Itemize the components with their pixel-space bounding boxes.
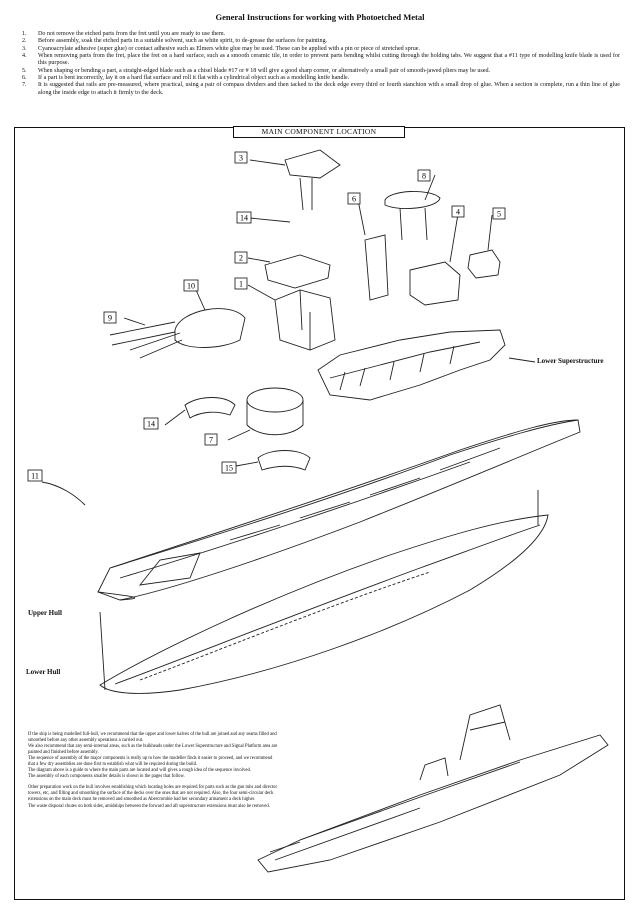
instruction-text: Do not remove the etched parts from the … (38, 31, 226, 37)
instruction-item: 5. When shaping or bending a part, a stra… (22, 68, 620, 75)
callout-3: 3 (234, 151, 248, 164)
section-title: MAIN COMPONENT LOCATION (233, 126, 405, 138)
svg-text:2: 2 (239, 254, 243, 263)
part-11-drawing (41, 481, 86, 506)
lower-hull-drawing (99, 514, 549, 694)
part-10-drawing (174, 308, 246, 348)
svg-text:7: 7 (209, 436, 213, 445)
svg-text:14: 14 (147, 420, 155, 429)
upper-hull-drawing (97, 419, 581, 601)
instruction-number: 3. (22, 45, 27, 52)
note-paragraph: If the ship is being modelled full-hull,… (28, 732, 277, 744)
assembly-notes: If the ship is being modelled full-hull,… (28, 732, 278, 810)
part-9-drawing (109, 321, 176, 346)
label-upper-hull: Upper Hull (28, 609, 62, 617)
instruction-number: 7. (22, 82, 27, 89)
part-8-drawing (384, 190, 441, 209)
note-paragraph: We also recommend that any semi-internal… (28, 744, 278, 756)
callout-9: 9 (103, 311, 117, 324)
instruction-text: Cyanoacrylate adhesive (super glue) or c… (38, 45, 420, 52)
svg-text:8: 8 (422, 172, 426, 181)
callout-7: 7 (204, 433, 218, 446)
instruction-number: 1. (22, 31, 27, 37)
instruction-text: Before assembly, soak the etched parts i… (38, 38, 328, 45)
svg-text:1: 1 (239, 280, 243, 289)
callout-2: 2 (234, 251, 248, 264)
note-paragraph: The sequence of assembly of the major co… (28, 756, 273, 768)
instruction-text: If a part is bent incorrectly, lay it on… (38, 75, 350, 82)
instruction-item: 3. Cyanoacrylate adhesive (super glue) or… (22, 46, 620, 53)
note-paragraph: Other preparation work on the hull invol… (28, 785, 278, 803)
part-14-drawing (184, 397, 236, 419)
instruction-item: 1. Do not remove the etched parts from th… (22, 31, 620, 38)
callout-4: 4 (451, 205, 465, 218)
instruction-number: 4. (22, 53, 27, 60)
callout-1: 1 (234, 277, 248, 290)
instruction-number: 2. (22, 38, 27, 45)
instruction-text: It is suggested that rails are pre-measu… (38, 82, 620, 96)
instruction-list: 1. Do not remove the etched parts from th… (22, 31, 620, 97)
svg-text:14: 14 (240, 214, 248, 223)
svg-text:3: 3 (239, 154, 243, 163)
svg-text:5: 5 (497, 210, 501, 219)
part-6-drawing (364, 234, 389, 301)
instruction-item: 6. If a part is bent incorrectly, lay it … (22, 75, 620, 82)
part-1-drawing (274, 289, 336, 351)
instruction-text: When shaping or bending a part, a straig… (38, 67, 491, 74)
instruction-text: When removing parts from the fret, place… (38, 53, 620, 67)
page-title: General Instructions for working with Ph… (215, 12, 425, 22)
callout-15: 15 (221, 461, 237, 474)
label-lower-hull: Lower Hull (26, 668, 61, 676)
svg-text:10: 10 (187, 282, 195, 291)
part-7-drawing (246, 387, 304, 413)
note-paragraph: The assembly of each components smaller … (28, 774, 185, 780)
part-15-drawing (257, 450, 311, 471)
callout-10: 10 (183, 279, 199, 292)
callout-6: 6 (347, 192, 361, 205)
note-paragraph: The diagram above is a guide to where th… (28, 768, 251, 774)
callout-14: 14 (143, 417, 159, 430)
part-3-drawing (284, 149, 341, 179)
part-5-drawing (467, 249, 501, 279)
callout-12: 14 (236, 211, 252, 224)
svg-text:4: 4 (456, 208, 460, 217)
lower-superstructure-drawing (317, 329, 506, 401)
callout-11: 11 (27, 469, 43, 482)
svg-text:6: 6 (352, 195, 356, 204)
instruction-item: 2. Before assembly, soak the etched parts… (22, 38, 620, 45)
reference-ship-drawing (257, 734, 609, 873)
label-lower-superstructure: Lower Superstructure (537, 357, 604, 365)
svg-text:11: 11 (31, 472, 39, 481)
instruction-item: 4. When removing parts from the fret, pla… (22, 53, 620, 68)
instruction-number: 5. (22, 67, 27, 74)
callout-5: 5 (492, 207, 506, 220)
callout-8: 8 (417, 169, 431, 182)
instruction-number: 6. (22, 75, 27, 82)
instruction-item: 7. It is suggested that rails are pre-mea… (22, 82, 620, 97)
part-2-drawing (264, 254, 331, 289)
note-paragraph: The waste disposal chutes on both sides,… (28, 803, 270, 809)
svg-text:15: 15 (225, 464, 233, 473)
svg-text:9: 9 (108, 314, 112, 323)
part-4-drawing (409, 261, 461, 306)
